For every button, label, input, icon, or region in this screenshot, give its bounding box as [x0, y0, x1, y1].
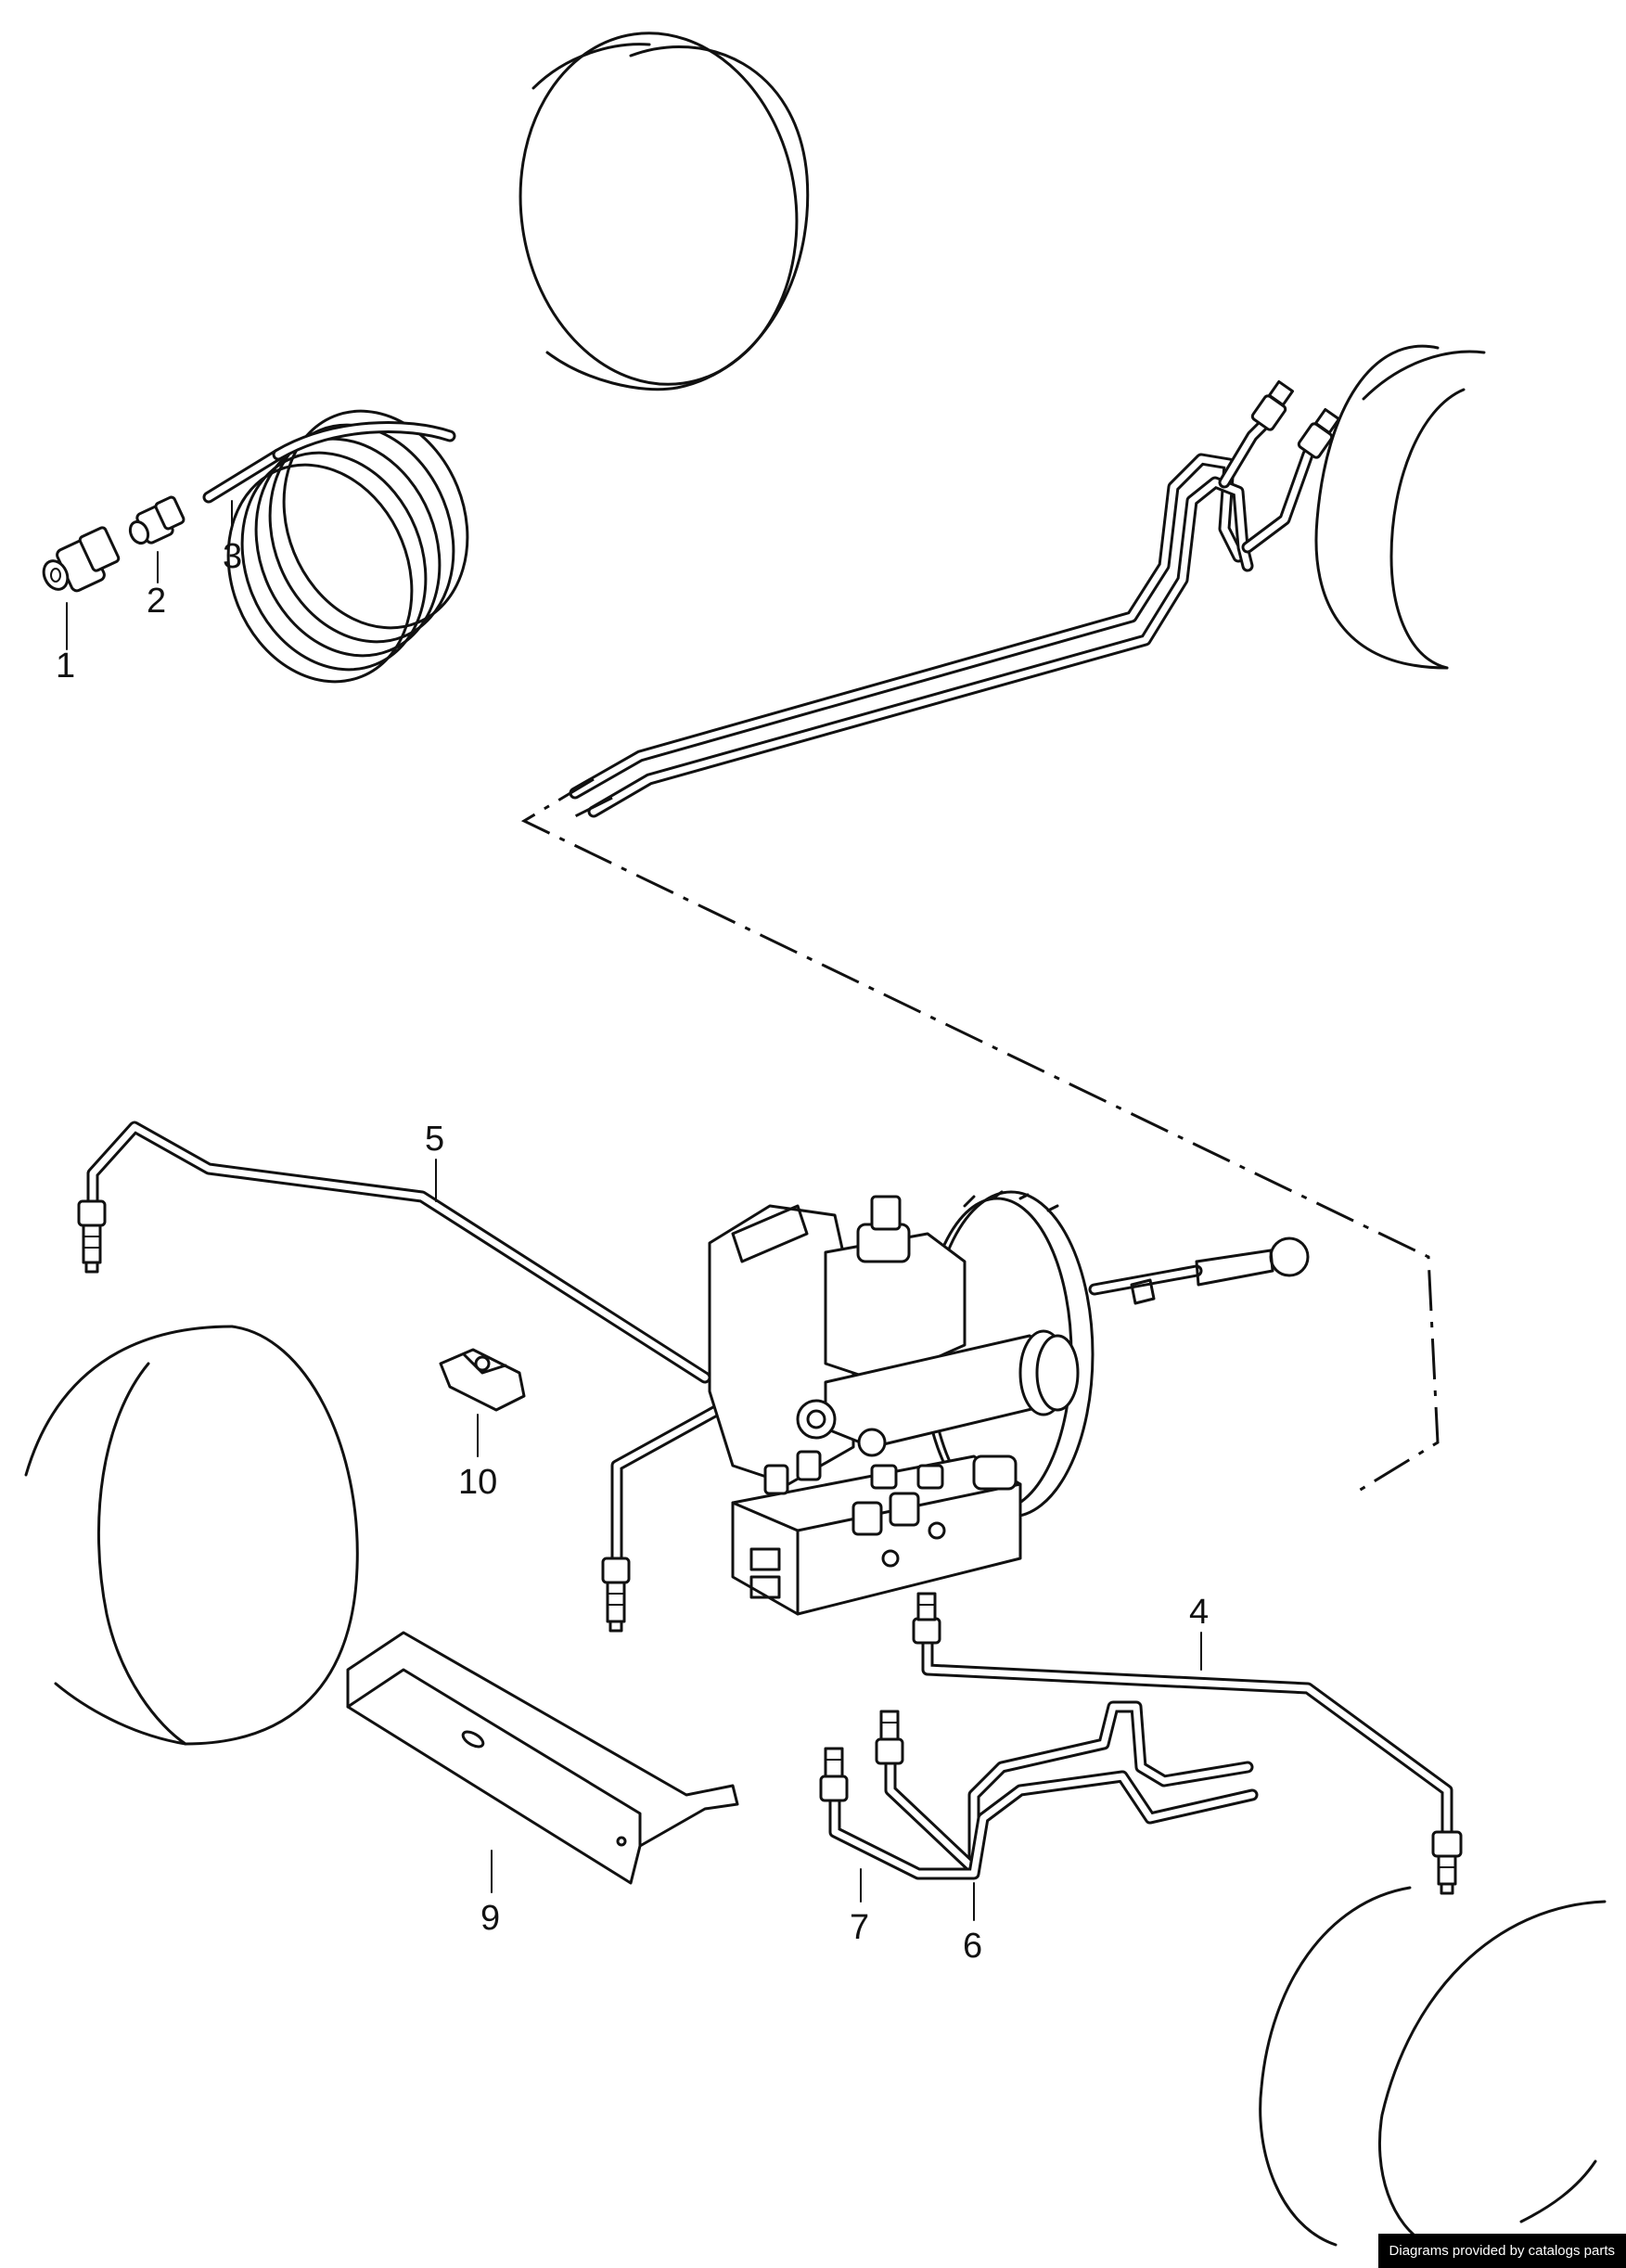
brake-line-7 [819, 1747, 1259, 1880]
brake-line-5 [77, 1121, 711, 1384]
callout-2: 2 [147, 582, 166, 621]
clip-10 [439, 1348, 526, 1412]
wheel-front-left [24, 1325, 359, 1746]
wheel-front-right [1259, 1886, 1607, 2247]
wheel-rear-top [519, 32, 810, 391]
brake-line-lower-left [601, 1385, 758, 1633]
fitting-nut-2 [128, 495, 186, 545]
callout-4: 4 [1189, 1593, 1209, 1632]
diagram-credit-badge: Diagrams provided by catalogs parts [1377, 2234, 1626, 2268]
callout-3: 3 [223, 537, 242, 576]
callout-10: 10 [458, 1463, 497, 1502]
brake-line-4 [912, 1592, 1463, 1895]
callout-1: 1 [56, 647, 75, 686]
bracket-9 [346, 1631, 739, 1885]
brake-line-coil-3 [202, 409, 469, 684]
routing-dash-line [520, 777, 1440, 1495]
callout-numbers: 1 2 3 4 5 6 7 9 10 [56, 537, 1209, 1966]
wheel-rear-right [1314, 344, 1486, 670]
fitting-nut-1 [42, 526, 121, 593]
callout-9: 9 [480, 1899, 500, 1938]
abs-hydraulic-unit-assembly [708, 1190, 1310, 1616]
brake-line-6 [875, 1700, 1254, 1876]
callout-6: 6 [963, 1927, 982, 1966]
callout-7: 7 [850, 1908, 869, 1947]
callout-5: 5 [425, 1120, 444, 1159]
rear-brake-line [569, 379, 1341, 818]
leader-lines [66, 500, 1202, 1921]
